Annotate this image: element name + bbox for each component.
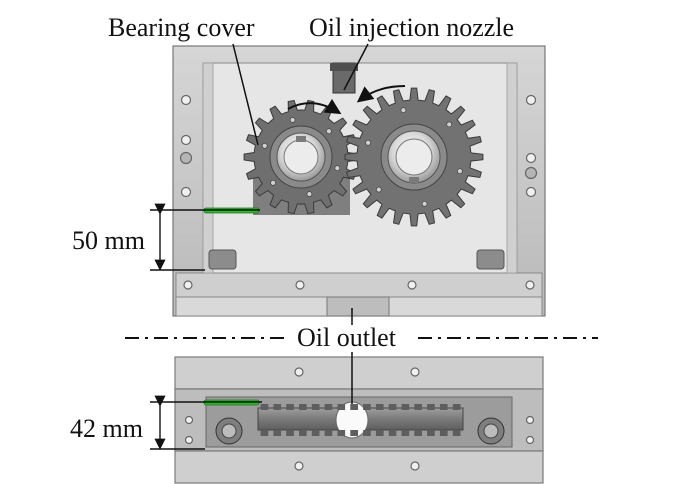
bottom-right-bearing	[477, 417, 505, 445]
gear-tooth	[363, 404, 371, 410]
bolt-hole-icon	[180, 94, 192, 106]
dimension-42mm	[150, 395, 262, 450]
gear-tooth	[324, 430, 333, 436]
bottom-gear-teeth	[260, 404, 461, 436]
oil-injection-nozzle-label: Oil injection nozzle	[309, 13, 515, 42]
gear-tooth	[273, 430, 282, 436]
gear-tooth	[452, 404, 461, 410]
gear-tooth	[299, 430, 307, 436]
bearing-cover-label: Bearing cover	[108, 13, 255, 42]
bolt-hole-icon	[184, 435, 194, 445]
gear-bolt-icon	[334, 165, 341, 171]
gear-tooth	[350, 430, 358, 436]
gear-bolt-icon	[365, 140, 371, 146]
top-left-wall	[202, 62, 214, 274]
top-base-plate	[175, 272, 543, 298]
gear-tooth	[311, 430, 320, 436]
nozzle-leader	[343, 43, 369, 91]
gear-tooth	[260, 404, 269, 410]
gear-tooth	[273, 404, 282, 410]
gear-tooth	[401, 404, 410, 410]
gear-tooth	[452, 430, 461, 436]
gear-tooth	[286, 430, 294, 436]
bottom-left-bearing	[215, 417, 243, 445]
bolt-hole-icon	[525, 415, 535, 425]
gear-tooth	[350, 404, 358, 410]
bolt-hole-icon	[525, 435, 535, 445]
top-bolt-holes	[179, 94, 538, 290]
gear-tooth	[260, 430, 269, 436]
gear-tooth	[439, 430, 448, 436]
gear-bolt-icon	[400, 107, 407, 113]
gear-bolt-icon	[261, 143, 268, 149]
left-foot	[208, 249, 237, 270]
gear-tooth	[311, 404, 320, 410]
bolt-hole-icon	[525, 186, 537, 198]
gear-bolt-icon	[306, 191, 313, 197]
gear-bolt-icon	[375, 186, 382, 193]
bolt-hole-icon	[410, 461, 420, 471]
left-gear-hub	[269, 125, 333, 189]
gear-tooth	[388, 430, 397, 436]
gear-bolt-icon	[270, 180, 276, 186]
gear-tooth	[286, 404, 294, 410]
bolt-hole-icon	[179, 151, 193, 165]
oil-outlet-label: Oil outlet	[293, 325, 400, 351]
bolt-hole-icon	[525, 280, 535, 290]
gear-bolt-icon	[457, 168, 463, 174]
bolt-hole-icon	[524, 166, 538, 180]
bolt-hole-icon	[525, 152, 537, 164]
gear-tooth	[427, 404, 435, 410]
top-housing	[172, 45, 546, 317]
gear-tooth	[337, 430, 346, 436]
gear-tooth	[363, 430, 371, 436]
bolt-hole-icon	[525, 94, 537, 106]
bottom-housing	[174, 356, 544, 484]
dimension-50mm	[150, 203, 260, 271]
bearing-cover-leader	[232, 43, 259, 146]
gear-tooth	[337, 404, 346, 410]
bottom-bolt-holes	[184, 367, 535, 471]
bolt-hole-icon	[294, 461, 304, 471]
gear-tooth	[375, 430, 384, 436]
height-50mm-label: 50 mm	[72, 226, 145, 255]
bottom-housing-top-plate	[174, 356, 544, 390]
gear-tooth	[439, 404, 448, 410]
oil-outlet-port	[326, 296, 390, 317]
nozzle-cap	[330, 63, 358, 71]
bolt-hole-icon	[294, 367, 304, 377]
flow-arrow-icon	[356, 85, 406, 103]
top-right-wall	[506, 62, 518, 274]
gear-tooth	[375, 404, 384, 410]
gear-bolt-icon	[326, 128, 332, 134]
gear-bolt-icon	[446, 121, 453, 128]
bolt-hole-icon	[410, 367, 420, 377]
bolt-hole-icon	[180, 134, 192, 146]
gear-tooth	[324, 404, 333, 410]
gear-tooth	[401, 430, 410, 436]
gear-tooth	[388, 404, 397, 410]
right-gear-hub	[380, 123, 448, 191]
bolt-hole-icon	[184, 415, 194, 425]
bolt-hole-icon	[407, 280, 417, 290]
flow-arrow-icon	[287, 98, 342, 115]
right-foot	[476, 249, 505, 270]
height-42mm-label: 42 mm	[70, 414, 143, 443]
bolt-hole-icon	[295, 280, 305, 290]
gear-bolt-icon	[421, 201, 428, 207]
gear-tooth	[414, 404, 422, 410]
gear-tooth	[299, 404, 307, 410]
gear-tooth	[414, 430, 422, 436]
bolt-hole-icon	[183, 280, 193, 290]
gear-tooth	[427, 430, 435, 436]
gear-bolt-icon	[289, 117, 296, 123]
bolt-hole-icon	[180, 186, 192, 198]
bottom-housing-base	[174, 450, 544, 484]
